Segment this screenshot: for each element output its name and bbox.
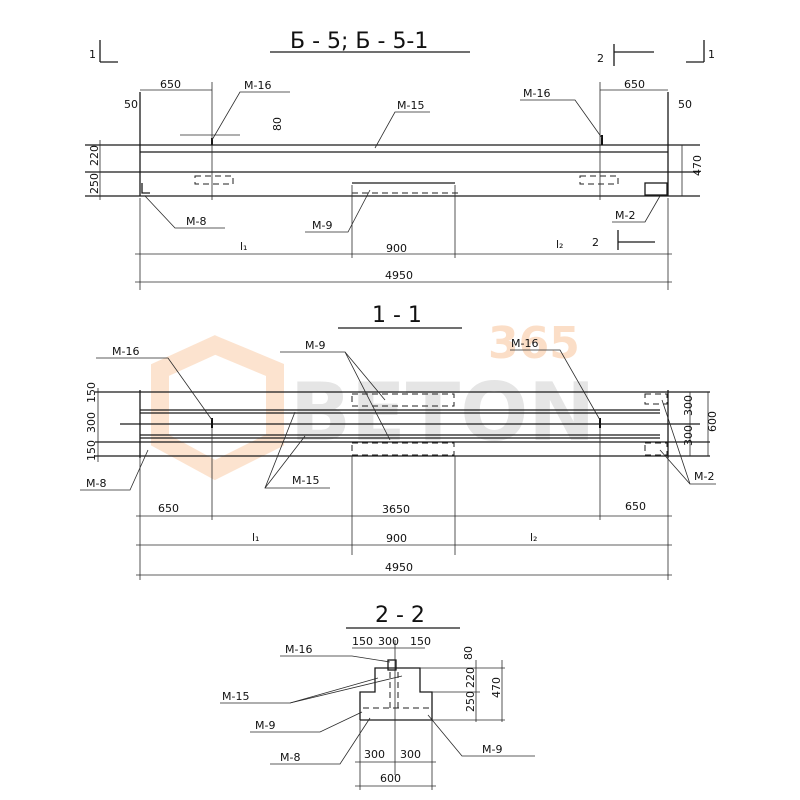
label-m16-left: М-16	[112, 345, 139, 358]
label-m9-left: М-9	[255, 719, 275, 732]
dim-600-right: 600	[706, 411, 719, 432]
dim-l1: l₁	[240, 240, 247, 253]
label-m9: М-9	[312, 219, 332, 232]
dim-250: 250	[88, 173, 101, 194]
dim-300-left: 300	[85, 412, 98, 433]
section-1-1-title: 1 - 1	[372, 303, 422, 328]
dim-220: 220	[464, 667, 477, 688]
dim-300-right-bottom: 300	[682, 425, 695, 446]
label-m16-left: М-16	[244, 79, 271, 92]
svg-text:2: 2	[597, 52, 604, 65]
label-m9: М-9	[305, 339, 325, 352]
dim-l1: l₁	[252, 531, 259, 544]
dim-50-right: 50	[678, 98, 692, 111]
label-m8: М-8	[186, 215, 206, 228]
label-m16-right: М-16	[523, 87, 550, 100]
section-2-2-title: 2 - 2	[375, 603, 425, 628]
elevation-view: 650 650 50 50 80 220 250 470 М-16 М-15 М…	[85, 78, 704, 290]
dim-300-bottom-left: 300	[364, 748, 385, 761]
label-m15: М-15	[222, 690, 249, 703]
dim-220: 220	[88, 145, 101, 166]
dim-650-left: 650	[160, 78, 181, 91]
dim-650-right: 650	[624, 78, 645, 91]
dim-900: 900	[386, 242, 407, 255]
watermark-logo-icon	[151, 335, 284, 481]
dim-650-right: 650	[625, 500, 646, 513]
dim-l2: l₂	[556, 238, 563, 251]
section-marker-2-bottom: 2	[592, 236, 599, 249]
dim-600-bottom: 600	[380, 772, 401, 785]
dim-650-left: 650	[158, 502, 179, 515]
label-m8: М-8	[86, 477, 106, 490]
dim-300-bottom-right: 300	[400, 748, 421, 761]
dim-3650: 3650	[382, 503, 410, 516]
dim-150-right: 150	[410, 635, 431, 648]
label-m15: М-15	[397, 99, 424, 112]
label-m16: М-16	[285, 643, 312, 656]
dim-300-right-top: 300	[682, 395, 695, 416]
dim-470: 470	[490, 677, 503, 698]
dim-4950: 4950	[385, 561, 413, 574]
dim-470: 470	[691, 155, 704, 176]
dim-250: 250	[464, 691, 477, 712]
dim-150-bottom: 150	[85, 440, 98, 461]
dim-4950: 4950	[385, 269, 413, 282]
dim-150-top: 150	[85, 382, 98, 403]
section-2-2-view: 2 - 2 150 300 150 80 220 250 470 М-16 М-…	[220, 603, 535, 790]
dim-150-left: 150	[352, 635, 373, 648]
label-m15: М-15	[292, 474, 319, 487]
svg-text:1: 1	[89, 48, 96, 61]
section-1-1-view: 1 - 1 150 300 150 300 300 600 М-16	[80, 303, 719, 580]
section-marker-1-left: 1	[89, 40, 118, 63]
label-m16-right: М-16	[511, 337, 538, 350]
label-m2: М-2	[694, 470, 714, 483]
section-marker-1-right: 1	[686, 40, 715, 63]
label-m2: М-2	[615, 209, 635, 222]
dim-80: 80	[462, 646, 475, 660]
svg-text:1: 1	[708, 48, 715, 61]
watermark-number: 365	[488, 318, 580, 369]
label-m8: М-8	[280, 751, 300, 764]
dim-300-top: 300	[378, 635, 399, 648]
dim-80: 80	[271, 117, 284, 131]
dim-50-left: 50	[124, 98, 138, 111]
dim-l2: l₂	[530, 531, 537, 544]
section-marker-2-top: 2	[597, 44, 654, 66]
label-m9-right: М-9	[482, 743, 502, 756]
dim-900: 900	[386, 532, 407, 545]
drawing-title: Б - 5; Б - 5-1	[290, 29, 428, 54]
drawing-title-block: Б - 5; Б - 5-1	[270, 29, 470, 54]
